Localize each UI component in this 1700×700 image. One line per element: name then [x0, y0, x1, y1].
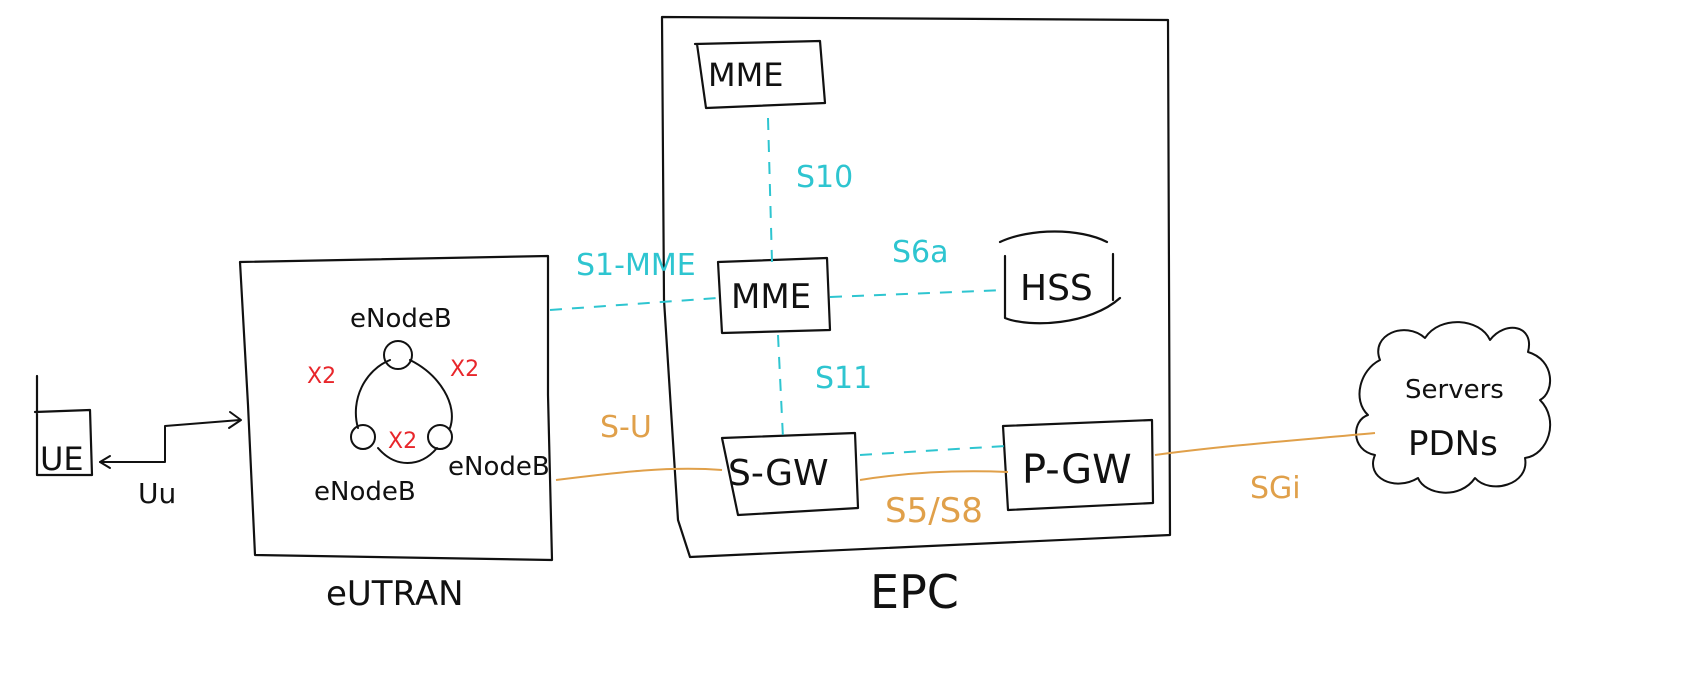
uu-link	[99, 419, 241, 463]
epc-label: EPC	[870, 565, 959, 619]
sgw-box	[720, 431, 860, 517]
pgw-label: P-GW	[1022, 447, 1132, 493]
sgw-label: S-GW	[728, 453, 829, 494]
servers-label: Servers	[1405, 375, 1504, 405]
x2-label-left: X2	[307, 364, 336, 389]
x2-label-bottom: X2	[388, 429, 417, 454]
mme-top-box	[693, 39, 827, 110]
s10-label: S10	[796, 160, 853, 195]
enodeb-node-left	[350, 424, 376, 450]
enodeb-node-right	[427, 424, 453, 450]
enodeb-label-top: eNodeB	[350, 304, 452, 334]
mme-box	[716, 256, 832, 335]
ue-label: UE	[40, 440, 84, 478]
uu-arrowhead-left	[99, 455, 111, 469]
enodeb-label-right: eNodeB	[448, 452, 550, 482]
eutran-label: eUTRAN	[326, 574, 464, 614]
sgi-label: SGi	[1250, 471, 1301, 506]
enodeb-label-left: eNodeB	[314, 477, 416, 507]
hss-label: HSS	[1020, 268, 1093, 309]
x2-label-right: X2	[450, 357, 479, 382]
enodeb-node-top	[383, 340, 413, 370]
ue-box	[33, 374, 94, 477]
sgi-link	[1154, 432, 1376, 456]
s1-u-label: S-U	[600, 410, 652, 445]
s10-link	[767, 117, 773, 263]
s6a-label: S6a	[892, 235, 949, 270]
eutran-box	[238, 254, 554, 562]
s1-u-link	[555, 467, 723, 481]
uu-arrowhead-right	[228, 411, 242, 429]
epc-box	[660, 15, 1172, 559]
pdn-cloud	[1355, 321, 1552, 494]
pdns-label: PDNs	[1408, 424, 1498, 464]
s5-s8-label: S5/S8	[885, 491, 983, 531]
s5-s8-user-link	[859, 470, 1009, 481]
s11-link	[777, 334, 784, 439]
mme-top-label: MME	[708, 56, 783, 94]
pgw-box	[1001, 418, 1155, 512]
s1-mme-label: S1-MME	[576, 248, 696, 283]
enodeb-ring	[354, 359, 453, 464]
uu-label: Uu	[138, 477, 176, 510]
s1-mme-link	[549, 297, 719, 311]
mme-label: MME	[731, 277, 811, 317]
hss-box	[998, 230, 1122, 325]
s5-s8-control-link	[859, 445, 1006, 456]
s6a-link	[829, 289, 1006, 298]
s11-label: S11	[815, 361, 872, 396]
